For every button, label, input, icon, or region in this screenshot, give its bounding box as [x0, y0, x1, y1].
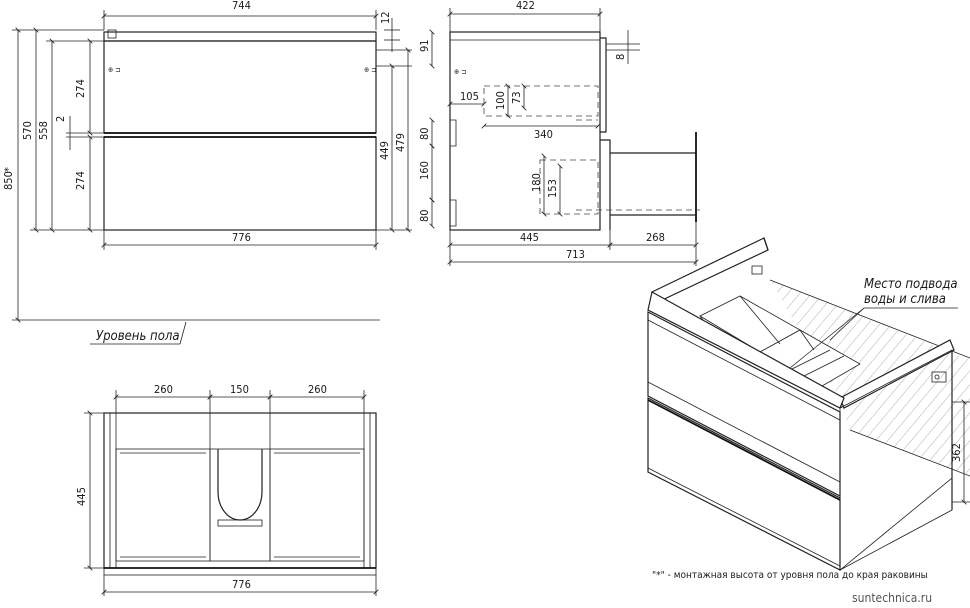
- dim-2: 2: [54, 116, 67, 122]
- dim-160: 160: [418, 161, 431, 180]
- dim-570: 570: [21, 121, 34, 140]
- dim-776-plan: 776: [232, 578, 251, 591]
- dim-8: 8: [614, 54, 627, 60]
- dim-713: 713: [566, 248, 585, 261]
- svg-text:⊕ ⊐: ⊕ ⊐: [108, 66, 121, 74]
- floor-level: Уровень пола: [12, 319, 380, 345]
- callout-line-2: воды и слива: [864, 292, 946, 307]
- dim-105: 105: [460, 90, 479, 103]
- dim-445-side: 445: [520, 231, 539, 244]
- dim-80-upper: 80: [418, 127, 431, 140]
- watermark: suntechnica.ru: [852, 591, 932, 605]
- side-view: 422 91 ⊕ ⊐ 8 105 100 73 340 80 160 80: [418, 0, 700, 266]
- dim-73: 73: [510, 91, 523, 104]
- svg-text:⊕ ⊐: ⊕ ⊐: [364, 66, 377, 74]
- dim-91: 91: [418, 39, 431, 52]
- isometric-view: Место подвода воды и слива 362: [647, 237, 970, 571]
- dim-340: 340: [534, 128, 553, 141]
- dim-180: 180: [530, 173, 543, 192]
- plan-view: 260 150 260 445 776: [75, 383, 376, 596]
- dim-449: 449: [378, 141, 391, 160]
- dim-80-lower: 80: [418, 209, 431, 222]
- dim-260-right: 260: [308, 383, 327, 396]
- dim-776-front: 776: [232, 231, 251, 244]
- dim-100: 100: [494, 91, 507, 110]
- dim-12: 12: [379, 11, 392, 24]
- dim-274-lower: 274: [74, 171, 87, 190]
- dim-274-upper: 274: [74, 79, 87, 98]
- dim-850: 850: [2, 171, 15, 190]
- dim-153: 153: [546, 179, 559, 198]
- dim-744: 744: [232, 0, 251, 12]
- svg-text:⊕ ⊐: ⊕ ⊐: [454, 68, 467, 76]
- dim-850-asterisk: *: [2, 167, 15, 172]
- dim-150: 150: [230, 383, 249, 396]
- dim-479: 479: [394, 133, 407, 152]
- callout-line-1: Место подвода: [864, 277, 958, 292]
- dim-362: 362: [950, 443, 963, 462]
- dim-422: 422: [516, 0, 535, 12]
- dim-445-plan: 445: [75, 487, 88, 506]
- footnote: "*" - монтажная высота от уровня пола до…: [652, 570, 928, 581]
- dim-558: 558: [37, 121, 50, 140]
- dim-260-left: 260: [154, 383, 173, 396]
- front-view: ⊕ ⊐ ⊕ ⊐ 744 12 850 * 570 558 274 2: [2, 0, 412, 320]
- floor-label: Уровень пола: [96, 329, 180, 344]
- dim-268: 268: [646, 231, 665, 244]
